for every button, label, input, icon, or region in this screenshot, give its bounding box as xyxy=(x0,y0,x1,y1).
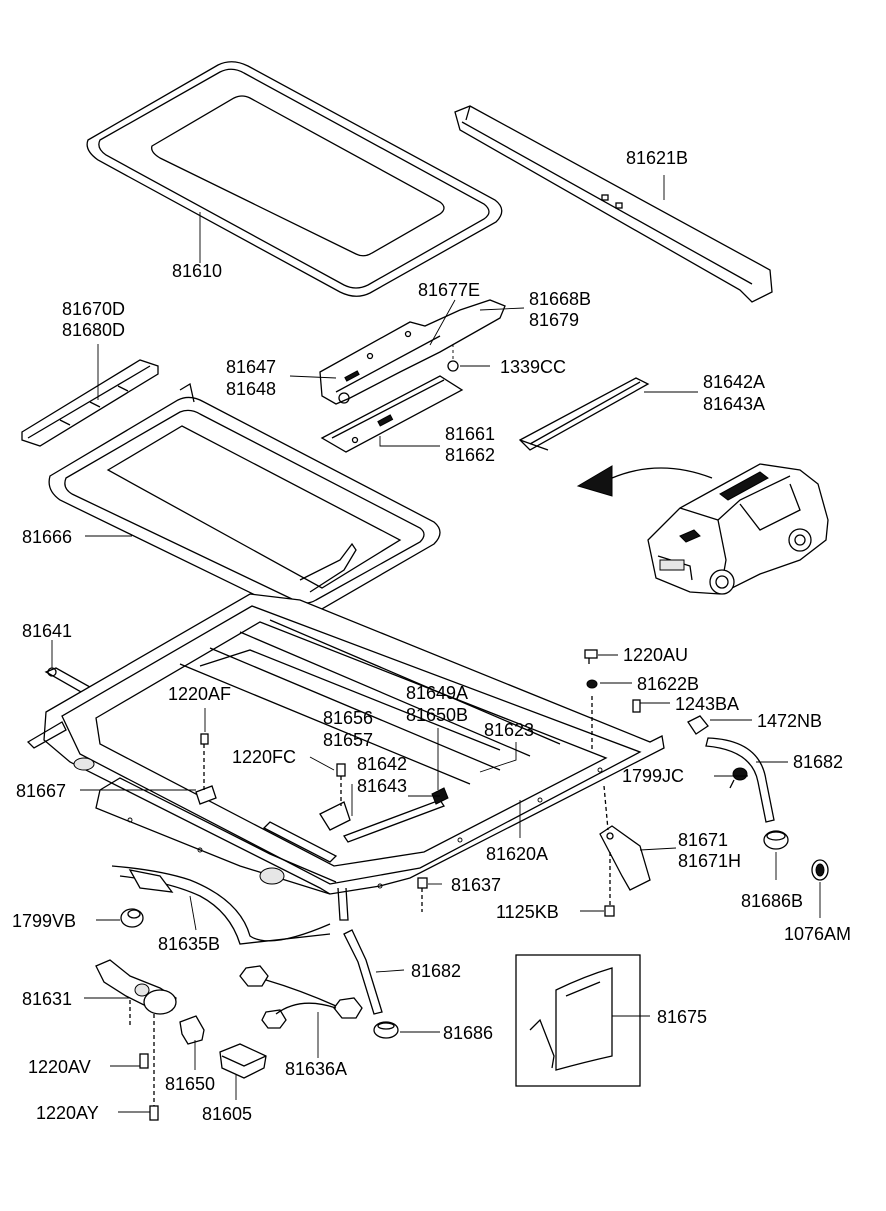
sunroof-motor-81631-part xyxy=(95,959,177,1106)
side-guide-rail-a-part xyxy=(518,377,650,451)
label-81649a: 81649A xyxy=(406,683,468,703)
label-81662: 81662 xyxy=(445,445,495,465)
wiring-harness-81636a-part xyxy=(239,965,363,1029)
label-81679: 81679 xyxy=(529,310,579,330)
vehicle-location-illustration xyxy=(576,463,829,595)
rear-bracket-plate-part xyxy=(320,375,464,453)
label-81657: 81657 xyxy=(323,730,373,750)
label-81671: 81671 xyxy=(678,830,728,850)
label-81643: 81643 xyxy=(357,776,407,796)
label-81670d: 81670D xyxy=(62,299,125,319)
label-81642: 81642 xyxy=(357,754,407,774)
bolt-81637-part xyxy=(417,877,428,912)
leader-lines xyxy=(51,175,821,1113)
label-81648: 81648 xyxy=(226,379,276,399)
label-1799vb: 1799VB xyxy=(12,911,76,931)
drive-bracket-assembly-part xyxy=(319,299,506,405)
part-number-labels: 81610 81621B 81670D 81680D 81677E 81668B… xyxy=(12,148,851,1124)
label-81661: 81661 xyxy=(445,424,495,444)
label-1339cc: 1339CC xyxy=(500,357,566,377)
inner-guide-rails-part xyxy=(262,799,445,863)
label-81682-right: 81682 xyxy=(793,752,843,772)
label-81605: 81605 xyxy=(202,1104,252,1124)
label-81680d: 81680D xyxy=(62,320,125,340)
label-81650: 81650 xyxy=(165,1074,215,1094)
connector-1799jc-part xyxy=(729,767,748,789)
label-81686b: 81686B xyxy=(741,891,803,911)
drive-cable-81635b-part xyxy=(111,865,331,945)
sunroof-main-frame-part xyxy=(26,593,665,921)
drain-hose-right-part xyxy=(687,715,775,823)
label-81671h: 81671H xyxy=(678,851,741,871)
label-81647: 81647 xyxy=(226,357,276,377)
label-81667: 81667 xyxy=(16,781,66,801)
screw-1220av-part xyxy=(139,1053,149,1069)
label-81623: 81623 xyxy=(484,720,534,740)
label-1799jc: 1799JC xyxy=(622,766,684,786)
label-81620a: 81620A xyxy=(486,844,548,864)
fasteners-1220au-81622b-part xyxy=(584,649,598,750)
label-1220ay: 1220AY xyxy=(36,1103,99,1123)
sunroof-glass-seal-part xyxy=(86,61,503,297)
sunshade-frame-part xyxy=(48,382,441,616)
grommet-81686b-part xyxy=(763,830,789,850)
label-81666: 81666 xyxy=(22,527,72,547)
label-81636a: 81636A xyxy=(285,1059,347,1079)
label-81675: 81675 xyxy=(657,1007,707,1027)
label-1220au: 1220AU xyxy=(623,645,688,665)
label-81686: 81686 xyxy=(443,1023,493,1043)
label-1125kb: 1125KB xyxy=(496,902,559,922)
screw-1243ba-part xyxy=(632,699,641,713)
bushing-81650-part xyxy=(179,1015,205,1045)
label-1472nb: 1472NB xyxy=(757,711,822,731)
label-81677e: 81677E xyxy=(418,280,480,300)
front-guide-rail-part xyxy=(21,359,159,447)
label-81643a: 81643A xyxy=(703,394,765,414)
control-module-81605-part xyxy=(219,1043,267,1079)
screw-1220ay-part xyxy=(149,1105,159,1121)
bracket-81671-part xyxy=(599,785,651,906)
bolt-1220af-part xyxy=(200,733,209,790)
label-81656: 81656 xyxy=(323,708,373,728)
clip-1076am-part xyxy=(811,859,829,881)
label-1243ba: 1243BA xyxy=(675,694,739,714)
label-1220fc: 1220FC xyxy=(232,747,296,767)
label-81641: 81641 xyxy=(22,621,72,641)
label-81668b: 81668B xyxy=(529,289,591,309)
label-81682-lower: 81682 xyxy=(411,961,461,981)
nut-1339cc-part xyxy=(447,344,459,372)
bolt-1220fc-part xyxy=(336,763,346,806)
label-81642a: 81642A xyxy=(703,372,765,392)
label-81631: 81631 xyxy=(22,989,72,1009)
label-81621b: 81621B xyxy=(626,148,688,168)
label-81650b: 81650B xyxy=(406,705,468,725)
label-81622b: 81622B xyxy=(637,674,699,694)
bolt-1125kb-part xyxy=(604,905,615,917)
wind-deflector-part xyxy=(454,105,773,303)
grommet-81686-part xyxy=(373,1021,399,1039)
label-81637: 81637 xyxy=(451,875,501,895)
label-81610: 81610 xyxy=(172,261,222,281)
bracket-81667-part xyxy=(195,785,217,805)
label-81635b: 81635B xyxy=(158,934,220,954)
cap-1799vb-part xyxy=(120,908,144,928)
sunshade-81675-inset xyxy=(515,954,641,1087)
label-1220af: 1220AF xyxy=(168,684,231,704)
label-1076am: 1076AM xyxy=(784,924,851,944)
drain-hose-lower-part xyxy=(343,929,383,1015)
label-1220av: 1220AV xyxy=(28,1057,91,1077)
